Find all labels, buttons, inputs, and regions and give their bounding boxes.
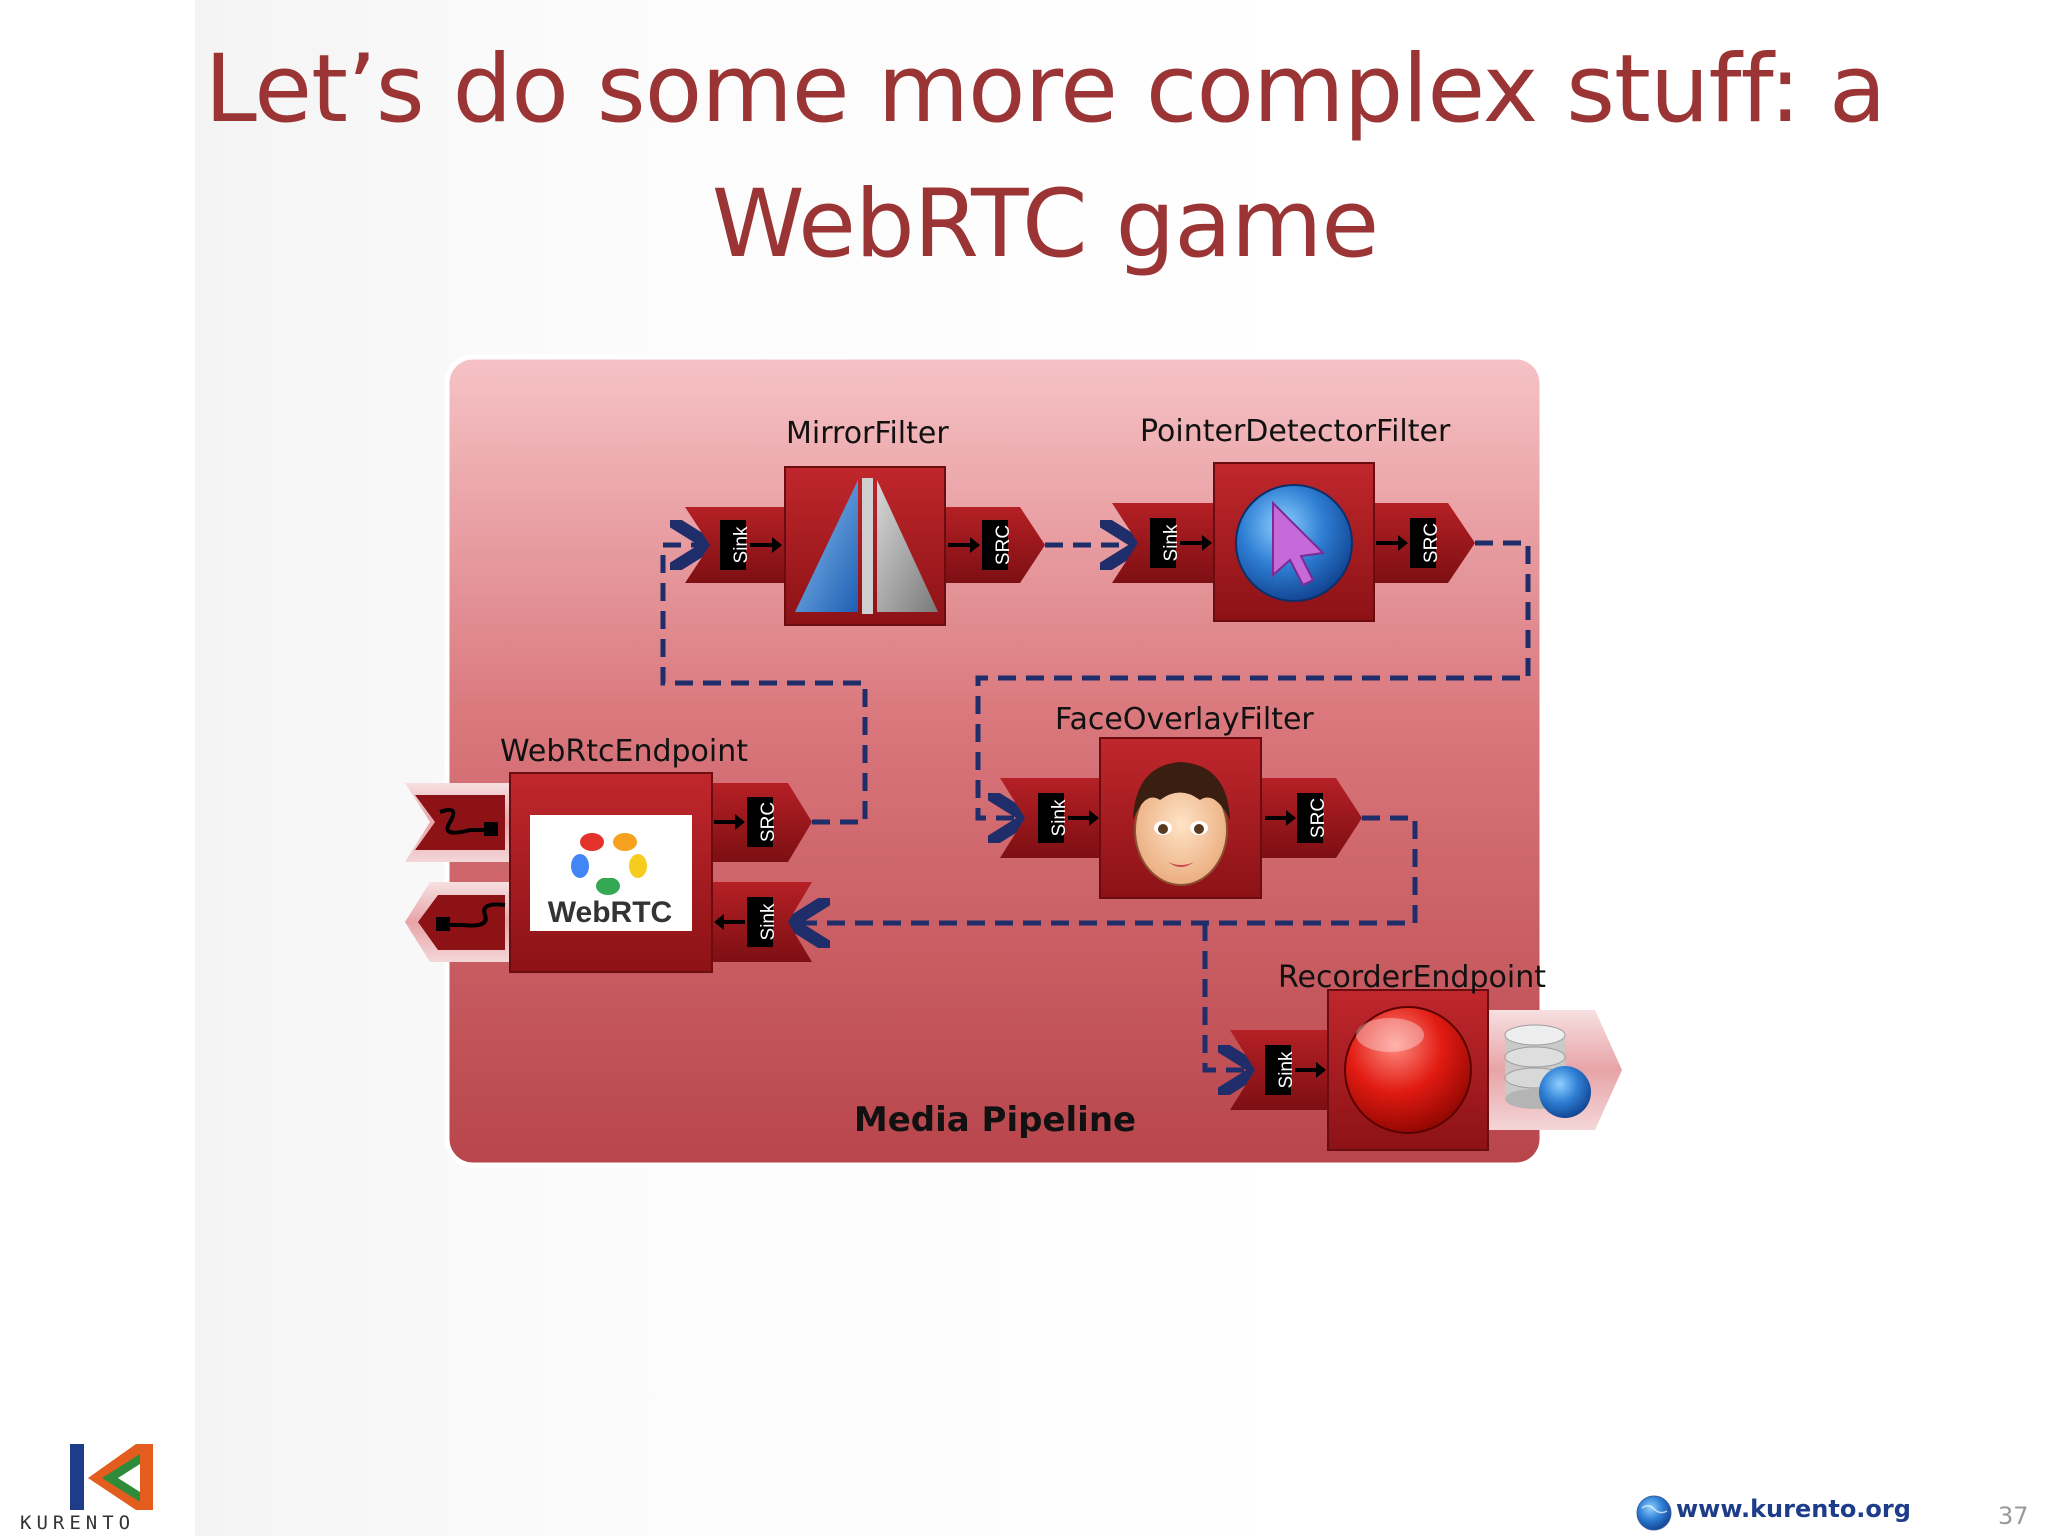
connector-webrtc-to-mirror [660,545,868,825]
pointer-sink-label: Sink [1161,524,1182,561]
webrtc-sink-label: Sink [758,903,779,940]
pointer-src-label: SRC [1421,523,1442,563]
mirror-src-label: SRC [993,525,1014,565]
pointer-detector-filter [1112,462,1475,622]
media-pipeline-label: Media Pipeline [853,1100,1137,1140]
webrtc-src-label: SRC [758,802,779,842]
mirror-filter-label: MirrorFilter [786,416,949,451]
kurento-logo-text: KURENTO [20,1512,136,1534]
database-icon [1504,1024,1591,1118]
connector-pointer-to-face [975,540,1531,818]
face-src-label: SRC [1308,798,1329,838]
connectors [660,540,1531,1070]
face-sink-label: Sink [1049,799,1070,836]
webrtc-endpoint: WebRTC [405,772,812,973]
recorder-endpoint-label: RecorderEndpoint [1278,960,1546,995]
recorder-endpoint [1230,989,1622,1151]
record-button-icon [1344,1006,1472,1134]
globe-icon [1636,1495,1672,1531]
webrtc-endpoint-label: WebRtcEndpoint [500,734,749,769]
mirror-sink-label: Sink [731,526,752,563]
mirror-icon [795,480,858,612]
website-link[interactable]: www.kurento.org [1676,1495,1911,1523]
mirror-filter [685,466,1045,626]
webrtc-logo-icon [571,833,647,895]
face-overlay-filter [1000,737,1362,899]
connector-face-to-recorder [1202,923,1253,1070]
mirror-reflection-icon [877,480,938,612]
title-line-1: Let’s do some more complex stuff: a [204,35,1887,144]
pointer-detector-filter-label: PointerDetectorFilter [1140,414,1451,449]
webrtc-ext-in-strip [415,795,505,850]
face-overlay-filter-label: FaceOverlayFilter [1055,702,1314,737]
slide-title: Let’s do some more complex stuff: a WebR… [160,22,1930,292]
pointer-cursor-icon [1272,500,1326,587]
recorder-sink-label: Sink [1276,1051,1297,1088]
webrtc-logo-text: WebRTC [548,896,672,929]
page-number: 37 [1998,1502,2029,1530]
title-line-2: WebRTC game [711,170,1380,279]
kurento-logo [70,1444,153,1510]
face-icon [1133,762,1230,886]
